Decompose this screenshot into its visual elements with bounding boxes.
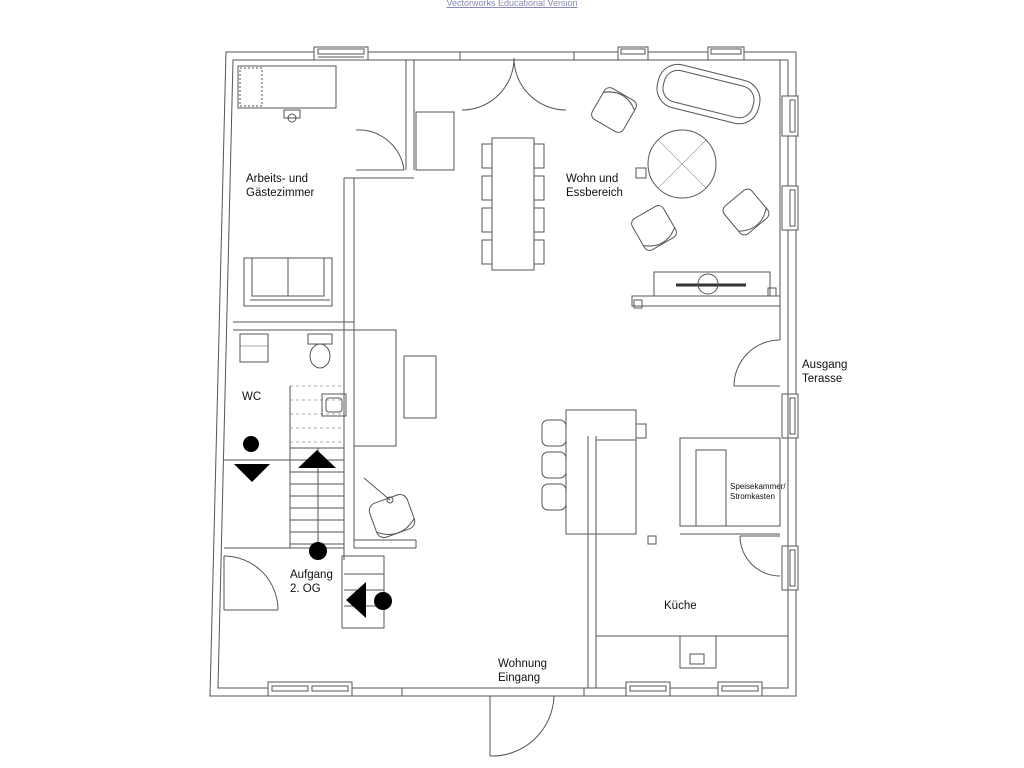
- outer-wall-outline: [209, 51, 797, 697]
- square-marker-2: [767, 287, 777, 297]
- pantry-door: [739, 535, 781, 577]
- room-label-office: Arbeits- und Gästezimmer: [246, 172, 314, 200]
- stair-dot-3: [374, 592, 392, 610]
- room-label-entrance: Wohnung Eingang: [498, 657, 547, 685]
- office-sofa: [243, 257, 333, 307]
- stair-arrow-up: [298, 450, 336, 468]
- window-top-3: [707, 46, 745, 61]
- stair-arrow-left: [346, 582, 366, 618]
- room-label-stairs-line2: 2. OG: [290, 583, 321, 595]
- coffee-table: [647, 129, 717, 199]
- room-label-kitchen: Küche: [664, 600, 697, 612]
- room-label-living-line1: Wohn und: [566, 173, 619, 185]
- window-right-1: [781, 95, 799, 137]
- room-label-entrance-line2: Eingang: [498, 672, 541, 684]
- room-label-living-line2: Essbereich: [566, 187, 623, 199]
- kitchen-marker: [647, 535, 657, 545]
- living-double-door: [461, 57, 567, 111]
- room-label-living: Wohn und Essbereich: [566, 172, 623, 200]
- tv-stand: [653, 271, 771, 297]
- armchair-1: [591, 87, 637, 133]
- stove: [679, 635, 717, 669]
- dining-table: [481, 137, 545, 271]
- window-top-1: [313, 46, 369, 61]
- staircase: [289, 447, 345, 545]
- room-label-terrace-exit: Ausgang Terasse: [802, 358, 847, 386]
- room-label-pantry-line1: Speisekammer/: [730, 482, 786, 491]
- bar-stools: [541, 419, 567, 511]
- stair-arrow-down: [234, 464, 270, 482]
- office-door: [355, 129, 405, 171]
- hall-cabinet: [415, 111, 455, 171]
- window-top-2: [617, 46, 649, 61]
- window-right-4: [781, 545, 799, 591]
- watermark-text: Vectorworks Educational Version: [446, 0, 578, 8]
- wc-dashed-grid: [290, 385, 344, 443]
- window-bottom-2: [625, 681, 671, 697]
- room-label-pantry: Speisekammer/ Stromkasten: [730, 482, 786, 502]
- reading-chair: [368, 493, 416, 539]
- living-sofa: [656, 63, 761, 125]
- room-label-pantry-line2: Stromkasten: [730, 492, 775, 501]
- room-label-stairs-line1: Aufgang: [290, 569, 333, 581]
- window-bottom-3: [717, 681, 763, 697]
- stair-dot-2: [309, 542, 327, 560]
- room-label-wc: WC: [242, 391, 262, 403]
- window-right-3: [781, 393, 799, 439]
- floor-lamp: [363, 477, 394, 504]
- small-square: [635, 167, 647, 179]
- armchair-2: [631, 205, 677, 251]
- stair-direction-symbols: [234, 436, 392, 618]
- room-label-stairs: Aufgang 2. OG: [290, 568, 333, 596]
- room-label-terrace-exit-line2: Terasse: [802, 373, 843, 385]
- wc-fixtures: [239, 333, 347, 417]
- outer-walls: [209, 51, 797, 697]
- terrace-door: [733, 339, 781, 387]
- entrance-door: [489, 695, 555, 757]
- window-bottom-1: [267, 681, 353, 697]
- stair-dot-1: [243, 436, 259, 452]
- square-marker-1: [633, 299, 643, 309]
- room-label-terrace-exit-line1: Ausgang: [802, 359, 848, 371]
- kitchen-island: [565, 409, 647, 535]
- armchair-3: [722, 188, 770, 236]
- room-label-entrance-line1: Wohnung: [498, 658, 548, 670]
- stairs-door: [223, 555, 279, 611]
- window-right-2: [781, 185, 799, 231]
- room-label-office-line2: Gästezimmer: [246, 187, 315, 199]
- office-desk: [237, 65, 337, 123]
- room-label-office-line1: Arbeits- und: [246, 173, 309, 185]
